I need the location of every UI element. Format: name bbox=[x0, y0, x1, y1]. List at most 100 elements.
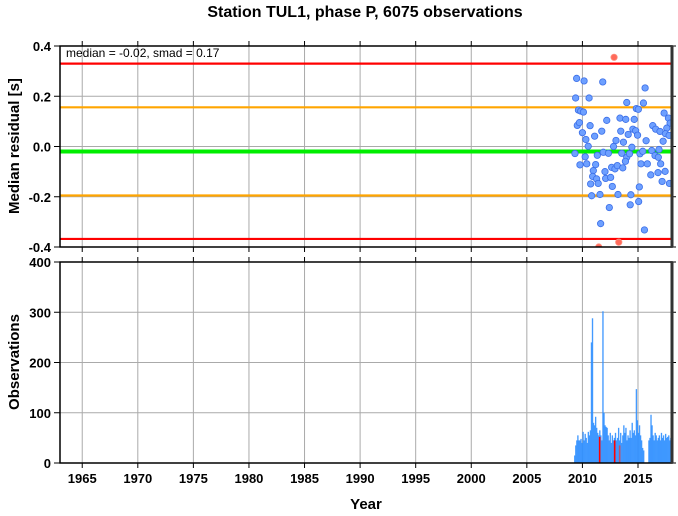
observation-bar bbox=[584, 433, 586, 463]
y-tick-label: 300 bbox=[29, 305, 51, 320]
observation-bar bbox=[625, 427, 627, 463]
x-tick-label: 1965 bbox=[68, 471, 97, 486]
observation-bar bbox=[628, 437, 630, 463]
x-tick-label: 2015 bbox=[624, 471, 653, 486]
y-tick-label: -0.4 bbox=[29, 240, 52, 255]
observation-bar bbox=[598, 435, 600, 463]
observation-bar bbox=[596, 427, 598, 463]
residual-point bbox=[630, 115, 638, 123]
observation-bar bbox=[623, 425, 625, 463]
y-tick-label: 200 bbox=[29, 356, 51, 371]
highlight-bar bbox=[613, 440, 616, 463]
x-tick-label: 2000 bbox=[457, 471, 486, 486]
observation-bar bbox=[601, 440, 603, 463]
y-axis-label-observations: Observations bbox=[6, 314, 23, 410]
observation-bar bbox=[612, 440, 615, 463]
observation-bar bbox=[637, 432, 640, 463]
y-tick-label: -0.2 bbox=[29, 190, 51, 205]
observation-bar bbox=[656, 440, 658, 463]
residual-point bbox=[635, 183, 643, 191]
residual-point bbox=[571, 149, 579, 158]
observation-bar bbox=[639, 435, 642, 463]
observation-bar bbox=[658, 435, 661, 463]
residual-point bbox=[659, 137, 667, 145]
observation-bar bbox=[626, 440, 628, 463]
outlier-point bbox=[610, 53, 618, 61]
observation-bar bbox=[650, 414, 652, 463]
y-axis-label-residual: Median residual [s] bbox=[6, 78, 23, 214]
residual-point bbox=[665, 131, 672, 140]
residual-point bbox=[654, 153, 662, 161]
observation-bar bbox=[629, 430, 631, 463]
residual-point bbox=[585, 94, 593, 102]
observation-bar bbox=[592, 422, 595, 463]
observation-bar bbox=[577, 435, 579, 463]
observation-bar bbox=[581, 442, 583, 463]
y-tick-label: 0.2 bbox=[33, 89, 51, 104]
observation-bar bbox=[591, 318, 594, 463]
residual-point bbox=[627, 191, 635, 199]
observation-bar bbox=[600, 435, 602, 463]
observation-bar bbox=[602, 311, 604, 463]
observation-bar bbox=[649, 437, 651, 463]
observation-bar bbox=[655, 435, 657, 463]
residual-point bbox=[576, 161, 584, 169]
observation-bar bbox=[654, 432, 656, 463]
observation-bar bbox=[667, 436, 669, 463]
y-tick-label: 0.0 bbox=[33, 140, 51, 155]
x-tick-label: 1970 bbox=[123, 471, 152, 486]
observation-bar bbox=[638, 425, 641, 463]
residual-point bbox=[634, 105, 642, 113]
observation-bar bbox=[634, 435, 637, 463]
highlight-bar bbox=[618, 445, 621, 463]
residual-point bbox=[628, 143, 636, 151]
observation-bar bbox=[606, 427, 608, 463]
residual-point bbox=[658, 177, 666, 186]
observation-bar bbox=[589, 430, 592, 463]
observation-bar bbox=[661, 437, 664, 463]
observation-bar bbox=[630, 437, 632, 463]
observation-bar bbox=[574, 455, 576, 463]
observation-bar bbox=[590, 342, 593, 463]
observation-bar bbox=[576, 440, 578, 463]
observation-bar bbox=[663, 440, 666, 463]
residual-point bbox=[647, 171, 655, 179]
residual-point bbox=[586, 122, 594, 130]
residual-point bbox=[582, 135, 590, 144]
observation-bar bbox=[651, 425, 653, 463]
residual-point bbox=[657, 160, 665, 168]
observation-bar bbox=[633, 430, 635, 463]
observation-bar bbox=[614, 432, 617, 463]
observation-bar bbox=[668, 435, 670, 463]
observation-bar bbox=[662, 435, 665, 463]
highlight-bar bbox=[598, 436, 601, 463]
observation-bar bbox=[594, 416, 597, 463]
observation-bar bbox=[653, 440, 655, 463]
residual-point bbox=[589, 167, 597, 175]
observation-bar bbox=[669, 440, 671, 463]
observation-bar bbox=[611, 435, 614, 463]
observation-bar bbox=[579, 440, 581, 463]
residual-panel: 0.40.20.0-0.2-0.4 bbox=[29, 39, 676, 255]
residual-point bbox=[603, 116, 611, 124]
residual-point bbox=[621, 157, 630, 165]
observation-bar bbox=[580, 438, 582, 463]
residual-point bbox=[623, 98, 631, 107]
residual-point bbox=[660, 109, 668, 117]
observation-bar bbox=[617, 427, 620, 463]
residual-point bbox=[640, 226, 649, 234]
residual-point bbox=[578, 129, 587, 137]
residual-point bbox=[637, 160, 645, 168]
residual-point bbox=[619, 164, 627, 172]
residual-point bbox=[591, 132, 599, 140]
residual-point bbox=[626, 201, 634, 209]
residual-point bbox=[597, 220, 605, 228]
observation-bar bbox=[620, 432, 622, 463]
y-tick-label: 0 bbox=[44, 456, 51, 471]
residual-point bbox=[598, 127, 606, 135]
residual-point bbox=[618, 149, 626, 157]
residual-point bbox=[661, 167, 669, 175]
observation-bar bbox=[640, 440, 643, 463]
residual-point bbox=[655, 145, 663, 154]
residual-point bbox=[588, 192, 596, 200]
